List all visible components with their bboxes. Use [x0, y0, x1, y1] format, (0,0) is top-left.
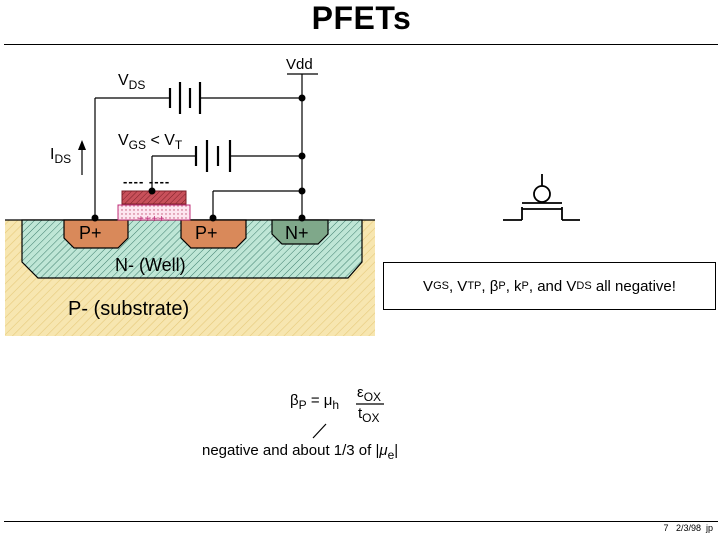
slide-title: PFETs — [311, 0, 412, 36]
p-substrate-label: P- (substrate) — [68, 298, 190, 320]
p-plus-right-region — [180, 219, 247, 249]
slide-footer: 7 2/3/98 jp — [663, 523, 713, 533]
formula-denominator: tOX — [358, 405, 380, 425]
vgs-label: VGS < VT — [118, 132, 183, 152]
gate-minus-charges: ---- ---- — [123, 174, 171, 189]
title-rule — [4, 44, 718, 45]
ids-arrow-head — [78, 140, 86, 150]
n-plus-label: N+ — [285, 223, 309, 243]
p-plus-left-label: P+ — [79, 223, 102, 243]
channel-plus-charges: ++++ — [138, 214, 166, 225]
formula-numerator: εOX — [357, 384, 382, 404]
vds-label: VDS — [118, 72, 146, 92]
formula-caption: negative and about 1/3 of |μe| — [202, 442, 399, 462]
p-plus-right-label: P+ — [195, 223, 218, 243]
pfet-symbol — [503, 174, 580, 221]
ids-label: IDS — [50, 146, 72, 166]
n-plus-region — [271, 219, 329, 245]
n-well-label: N- (Well) — [115, 255, 186, 275]
footer-rule — [4, 521, 718, 522]
vdd-label: Vdd — [286, 56, 313, 73]
gate-oxide — [117, 204, 191, 221]
beta-formula-lhs: βP = μh — [290, 392, 340, 412]
vdd-node-4 — [298, 214, 306, 222]
